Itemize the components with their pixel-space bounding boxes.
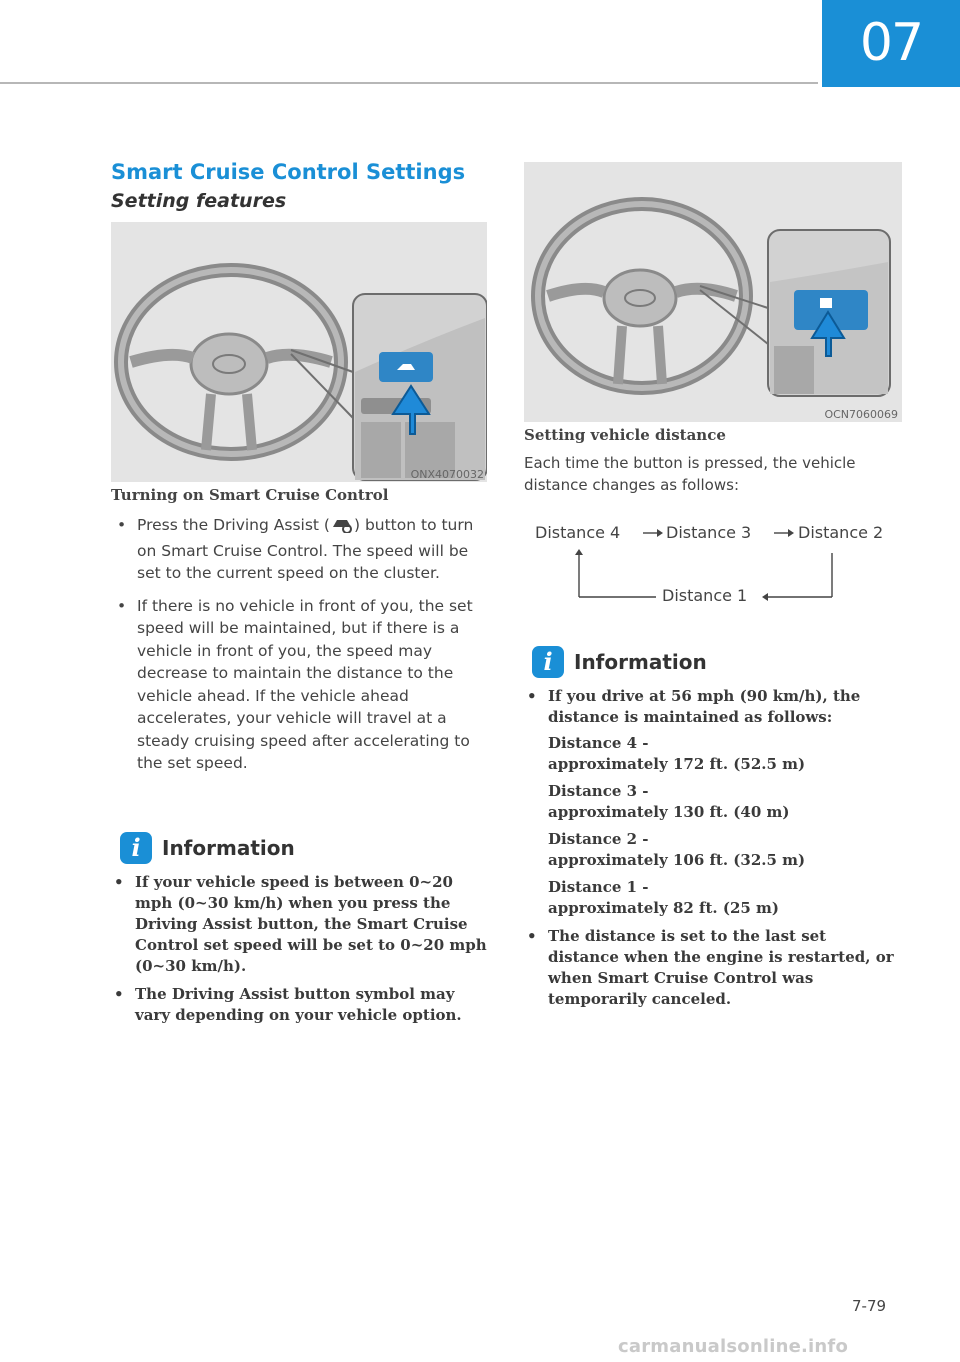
bullet-dot: • bbox=[527, 687, 537, 705]
list-item: • Press the Driving Assist () button to … bbox=[111, 514, 487, 585]
distance-cycle-arrows bbox=[575, 529, 833, 601]
bullet-text: Press the Driving Assist ( bbox=[137, 516, 330, 534]
left-info-list: • If your vehicle speed is between 0~20 … bbox=[111, 872, 489, 1033]
figure-code-left: ONX4070032 bbox=[410, 468, 484, 481]
bullet-dot: • bbox=[114, 873, 124, 891]
bullet-dot: • bbox=[527, 927, 537, 945]
header-rule bbox=[0, 82, 818, 84]
distance-entry: Distance 4 -approximately 172 ft. (52.5 … bbox=[548, 734, 806, 773]
driving-assist-icon bbox=[330, 515, 354, 540]
info-text: If you drive at 56 mph (90 km/h), the di… bbox=[548, 687, 861, 726]
list-item: • If your vehicle speed is between 0~20 … bbox=[111, 872, 489, 977]
caption-setting-distance: Setting vehicle distance bbox=[524, 426, 726, 444]
distance-values-list: Distance 4 -approximately 172 ft. (52.5 … bbox=[548, 733, 900, 919]
steering-wheel-figure-right bbox=[524, 162, 902, 422]
distance-1-label: Distance 1 bbox=[662, 586, 748, 605]
list-item: • If you drive at 56 mph (90 km/h), the … bbox=[524, 686, 900, 919]
information-icon: i bbox=[120, 832, 152, 864]
steering-wheel-illustration bbox=[524, 162, 902, 422]
distance-intro: Each time the button is pressed, the veh… bbox=[524, 454, 856, 494]
figure-code-right: OCN7060069 bbox=[824, 408, 898, 421]
distance-2-label: Distance 2 bbox=[798, 523, 884, 542]
caption-turning-on: Turning on Smart Cruise Control bbox=[111, 486, 389, 504]
list-item: • The distance is set to the last set di… bbox=[524, 926, 900, 1010]
info-label: Information bbox=[162, 836, 295, 860]
page-number: 7-79 bbox=[852, 1297, 887, 1315]
distance-3-label: Distance 3 bbox=[666, 523, 752, 542]
distance-entry: Distance 3 -approximately 130 ft. (40 m) bbox=[548, 782, 790, 821]
info-label: Information bbox=[574, 650, 707, 674]
info-text: If your vehicle speed is between 0~20 mp… bbox=[135, 873, 487, 975]
info-text: The Driving Assist button symbol may var… bbox=[135, 985, 462, 1024]
distance-entry: Distance 2 -approximately 106 ft. (32.5 … bbox=[548, 830, 806, 869]
bullet-dot: • bbox=[114, 985, 124, 1003]
bullet-dot: • bbox=[117, 516, 127, 534]
subsection-title: Setting features bbox=[111, 190, 287, 212]
information-icon: i bbox=[532, 646, 564, 678]
distance-entry: Distance 1 -approximately 82 ft. (25 m) bbox=[548, 878, 780, 917]
distance-4-label: Distance 4 bbox=[535, 523, 621, 542]
info-text: The distance is set to the last set dist… bbox=[548, 927, 894, 1008]
bullet-text: If there is no vehicle in front of you, … bbox=[137, 596, 473, 773]
list-item: • The Driving Assist button symbol may v… bbox=[111, 984, 489, 1026]
distance-cycle-diagram: Distance 4 Distance 3 Distance 2 Distanc… bbox=[522, 515, 902, 615]
left-bullet-list: • Press the Driving Assist () button to … bbox=[111, 514, 487, 785]
list-item: • If there is no vehicle in front of you… bbox=[111, 595, 487, 775]
bullet-dot: • bbox=[117, 596, 127, 615]
info-header-left: i Information bbox=[120, 832, 295, 864]
info-header-right: i Information bbox=[532, 646, 707, 678]
chapter-tab: 07 bbox=[822, 0, 960, 87]
right-info-list: • If you drive at 56 mph (90 km/h), the … bbox=[524, 686, 900, 1017]
steering-wheel-illustration bbox=[111, 222, 487, 482]
watermark[interactable]: carmanualsonline.info bbox=[618, 1336, 849, 1357]
section-title: Smart Cruise Control Settings bbox=[111, 160, 466, 184]
steering-wheel-figure-left bbox=[111, 222, 487, 482]
bullet-text: ) button to turn on Smart Cruise Control… bbox=[137, 516, 474, 582]
